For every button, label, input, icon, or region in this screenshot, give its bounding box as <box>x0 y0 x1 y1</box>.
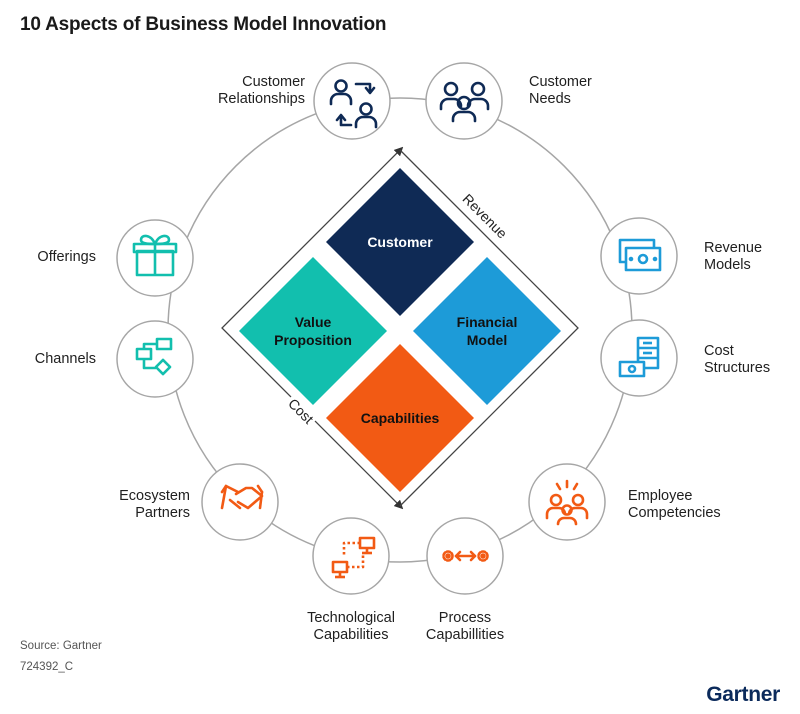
technological-capabilities-circle <box>312 517 390 595</box>
customer-diamond <box>326 168 474 316</box>
gartner-logo: Gartner <box>706 683 780 706</box>
banknotes-icon <box>618 238 662 272</box>
group-icon <box>439 81 490 123</box>
value-proposition-diamond <box>239 257 387 405</box>
financial-model-label-1: Financial <box>457 314 518 330</box>
process-capabilities-label-line2: Capabillities <box>425 627 505 643</box>
employee-competencies-label: Employee Competencies <box>628 488 768 522</box>
revenue-models-label-line2: Models <box>704 257 751 273</box>
offerings-label: Offerings <box>10 249 96 266</box>
technological-capabilities-label-line2: Capabilities <box>313 627 389 643</box>
customer-relationships-label: Customer Relationships <box>200 74 305 108</box>
frame-arrows <box>221 146 579 510</box>
cost-structures-label-line2: Structures <box>704 360 771 376</box>
customer-relationships-label-line1: Customer <box>242 74 305 90</box>
network-computers-icon <box>331 536 376 579</box>
customer-needs-label-line2: Needs <box>529 91 571 107</box>
capabilities-diamond <box>326 344 474 492</box>
value-proposition-label-1: Value <box>295 314 332 330</box>
employee-competencies-circle <box>528 463 606 541</box>
revenue-models-label: Revenue Models <box>704 240 794 274</box>
handshake-icon <box>220 484 264 510</box>
cost-arrow <box>221 146 404 510</box>
people-exchange-icon <box>329 79 378 129</box>
figure-code: 724392_C <box>20 661 74 673</box>
channels-label-line1: Channels <box>34 351 96 367</box>
page-title: 10 Aspects of Business Model Innovation <box>20 14 387 35</box>
cost-structures-label: Cost Structures <box>704 343 794 377</box>
technological-capabilities-label-line1: Technological <box>307 610 395 626</box>
ecosystem-partners-label-line1: Ecosystem <box>119 488 190 504</box>
technological-capabilities-label: Technological Capabilities <box>286 610 416 644</box>
channels-circle <box>116 320 194 398</box>
customer-needs-label-line1: Customer <box>529 74 592 90</box>
process-capabilities-label-line1: Process <box>438 610 492 626</box>
center-diamonds <box>239 168 561 492</box>
gears-process-icon <box>442 550 489 562</box>
team-idea-icon <box>545 479 589 526</box>
employee-competencies-label-line1: Employee <box>628 488 693 504</box>
financial-model-diamond <box>413 257 561 405</box>
gift-icon <box>132 234 178 277</box>
ecosystem-partners-label: Ecosystem Partners <box>80 488 190 522</box>
employee-competencies-label-line2: Competencies <box>628 505 721 521</box>
process-capabilities-label: Process Capabillities <box>405 610 525 644</box>
offerings-label-line1: Offerings <box>37 249 96 265</box>
flowchart-icon <box>135 337 173 376</box>
financial-model-label-2: Model <box>467 332 507 348</box>
customer-needs-circle <box>425 62 503 140</box>
revenue-models-label-line1: Revenue <box>704 240 763 256</box>
cost-structures-label-line1: Cost <box>704 343 734 359</box>
ecosystem-partners-label-line2: Partners <box>135 505 190 521</box>
source-note: Source: Gartner <box>20 640 102 652</box>
capabilities-diamond-label: Capabilities <box>361 410 440 426</box>
revenue-frame <box>399 149 579 507</box>
customer-diamond-label: Customer <box>367 234 433 250</box>
revenue-label: Revenue <box>460 191 511 242</box>
server-cost-icon <box>618 336 660 378</box>
customer-relationships-label-line2: Relationships <box>217 91 305 107</box>
value-proposition-label-2: Proposition <box>274 332 352 348</box>
customer-needs-label: Customer Needs <box>529 74 639 108</box>
channels-label: Channels <box>10 351 96 368</box>
